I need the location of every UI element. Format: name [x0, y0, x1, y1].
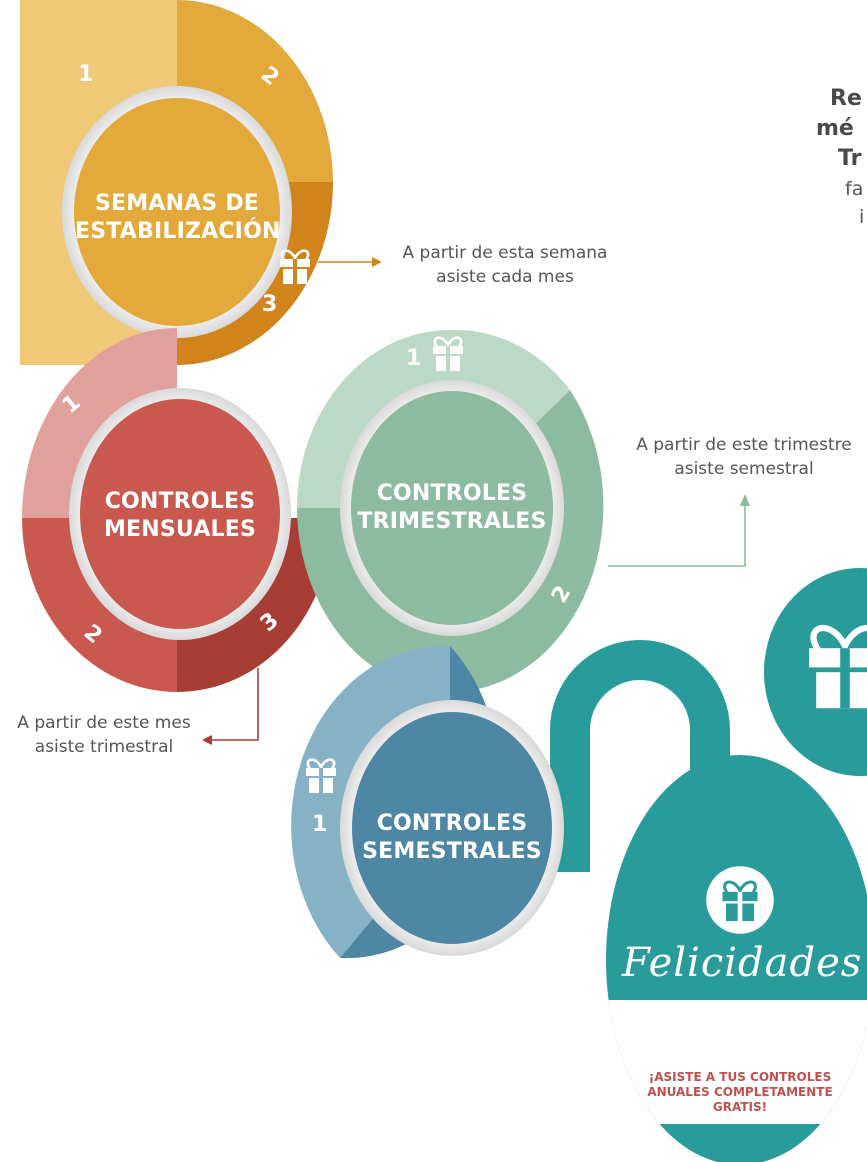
note-after-quarter-line-2: asiste semestral [674, 459, 814, 479]
quarterly-center [351, 391, 553, 625]
monthly-title-line-1: CONTROLES [104, 489, 256, 514]
stabilization-title: SEMANAS DE ESTABILIZACIÓN [75, 190, 281, 246]
semiannual-wheel [291, 640, 730, 959]
semiannual-title-line-1: CONTROLES [376, 811, 528, 836]
stabilization-title-line-1: SEMANAS DE [94, 191, 260, 216]
arrow-left-icon [202, 735, 212, 745]
arrow-right-icon [372, 257, 382, 267]
header-line-1: Re [830, 86, 862, 111]
felicidades-subtitle-line-2: IDEAL [710, 1023, 764, 1042]
arrow-up-icon [740, 494, 750, 506]
note-after-quarter-line-1: A partir de este trimestre [636, 435, 852, 455]
monthly-wheel [22, 328, 332, 692]
felicidades-free-note: ¡ASISTE A TUS CONTROLES ANUALES COMPLETA… [630, 1070, 850, 1115]
stabilization-wheel [20, 0, 333, 365]
semiannual-center [352, 712, 552, 944]
note-after-month-line-2: asiste trimestral [34, 737, 174, 757]
monthly-title: CONTROLES MENSUALES [80, 488, 280, 544]
header-line-5: i [859, 206, 865, 228]
felicidades-title: Felicidades [622, 940, 863, 986]
header-line-3: Tr [838, 146, 862, 171]
quarterly-title-line-2: TRIMESTRALES [357, 509, 547, 534]
gift-icon [706, 866, 774, 934]
note-after-week: A partir de esta semana asiste cada mes [392, 241, 618, 289]
semiannual-title: CONTROLES SEMESTRALES [352, 810, 552, 866]
note-after-week-line-1: A partir de esta semana [402, 243, 608, 263]
stabilization-num-3: 3 [262, 292, 278, 317]
header-line-2: mé [816, 116, 854, 141]
felicidades-free-line-2: ANUALES COMPLETAMENTE [647, 1085, 833, 1099]
quarterly-title-line-1: CONTROLES [376, 481, 528, 506]
stabilization-title-line-2: ESTABILIZACIÓN [75, 219, 281, 244]
connector-arrows [202, 257, 750, 745]
monthly-title-line-2: MENSUALES [103, 517, 257, 542]
note-after-month-line-1: A partir de este mes [17, 713, 191, 733]
note-after-quarter: A partir de este trimestre asiste semest… [622, 433, 866, 481]
felicidades-subtitle: POR MANTENER TU PESO IDEAL [606, 1000, 867, 1044]
felicidades-free-line-3: GRATIS! [712, 1100, 768, 1114]
right-gift-badge [764, 568, 867, 776]
felicidades-free-line-1: ¡ASISTE A TUS CONTROLES [648, 1070, 832, 1084]
monthly-center [80, 399, 280, 629]
semiannual-title-line-2: SEMESTRALES [362, 839, 542, 864]
note-after-month: A partir de este mes asiste trimestral [6, 711, 202, 759]
stabilization-num-1: 1 [78, 62, 94, 87]
felicidades-badge [606, 755, 867, 1162]
quarterly-title: CONTROLES TRIMESTRALES [352, 480, 552, 536]
header-line-4: fa [845, 178, 864, 200]
teal-track [550, 640, 730, 872]
stabilization-center [74, 98, 280, 326]
note-after-week-line-2: asiste cada mes [436, 267, 574, 287]
quarterly-num-1: 1 [406, 346, 422, 371]
semiannual-num-1: 1 [312, 812, 328, 837]
quarterly-wheel [297, 329, 604, 693]
felicidades-subtitle-line-1: POR MANTENER TU PESO [623, 1001, 851, 1020]
